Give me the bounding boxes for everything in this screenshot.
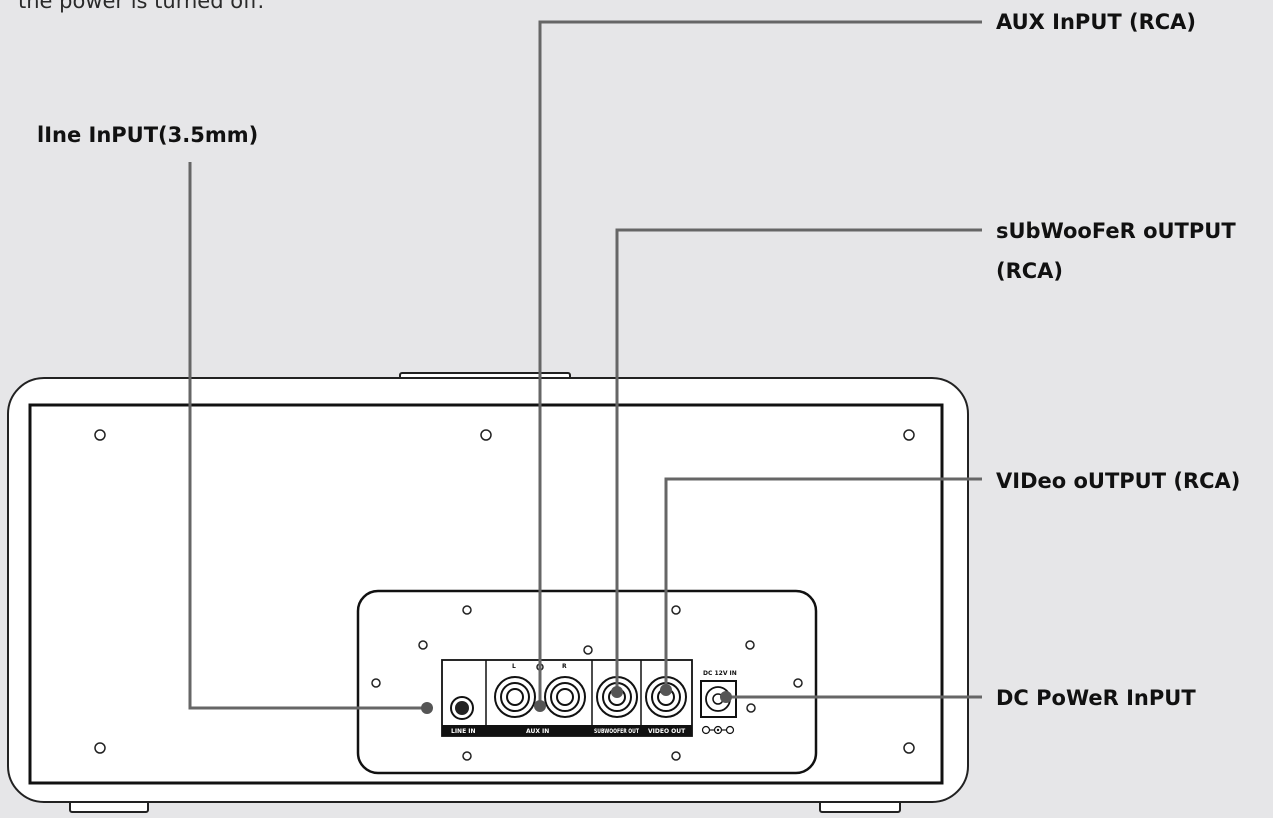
intro-text: the power is turned off. bbox=[18, 0, 264, 13]
subwoofer-output-leader-dot bbox=[611, 686, 623, 698]
aux-input-leader bbox=[538, 20, 982, 706]
aux-in-caption-bar bbox=[486, 725, 592, 736]
dc-power-leader-dot bbox=[720, 691, 732, 703]
line-input-leader-dot bbox=[421, 702, 433, 714]
dc-power-input-label: DC PoWeR InPUT bbox=[996, 686, 1196, 710]
subwoofer-caption: SUBWOOFER OUT bbox=[594, 728, 640, 735]
subwoofer-caption-bar bbox=[592, 725, 641, 736]
aux-input-label: AUX InPUT (RCA) bbox=[996, 10, 1196, 34]
video-output-leader bbox=[664, 477, 982, 690]
screw bbox=[480, 429, 492, 441]
aux-left-jack bbox=[494, 676, 536, 718]
line-in-caption-bar bbox=[442, 725, 486, 736]
screw bbox=[583, 645, 593, 655]
screw bbox=[746, 703, 756, 713]
subwoofer-output-leader bbox=[615, 228, 982, 692]
line-in-jack bbox=[450, 696, 474, 720]
screw bbox=[371, 678, 381, 688]
line-input-label: lIne InPUT(3.5mm) bbox=[37, 123, 258, 147]
aux-left-mark: L bbox=[512, 663, 516, 670]
screw bbox=[462, 751, 472, 761]
line-input-leader bbox=[188, 162, 427, 710]
screw bbox=[94, 429, 106, 441]
subwoofer-output-label: sUbWooFeR oUTPUT bbox=[996, 219, 1236, 243]
dc-in-caption: DC 12V IN bbox=[703, 670, 737, 677]
screw bbox=[94, 742, 106, 754]
aux-input-leader-dot bbox=[534, 700, 546, 712]
video-out-jack bbox=[645, 676, 687, 718]
screw bbox=[903, 429, 915, 441]
screw bbox=[793, 678, 803, 688]
screw bbox=[462, 605, 472, 615]
screw bbox=[671, 605, 681, 615]
video-output-label: VIDeo oUTPUT (RCA) bbox=[996, 469, 1240, 493]
aux-right-mark: R bbox=[562, 663, 567, 670]
video-out-caption: VIDEO OUT bbox=[648, 728, 686, 735]
aux-right-jack bbox=[544, 676, 586, 718]
video-output-leader-dot bbox=[660, 684, 672, 696]
video-caption-bar bbox=[641, 725, 692, 736]
line-in-caption: LINE IN bbox=[451, 728, 476, 735]
screw bbox=[903, 742, 915, 754]
aux-in-caption: AUX IN bbox=[526, 728, 549, 735]
screw bbox=[418, 640, 428, 650]
subwoofer-output-label-line2: (RCA) bbox=[996, 259, 1063, 283]
screw bbox=[671, 751, 681, 761]
screw bbox=[745, 640, 755, 650]
polarity-symbol-icon bbox=[701, 725, 735, 735]
